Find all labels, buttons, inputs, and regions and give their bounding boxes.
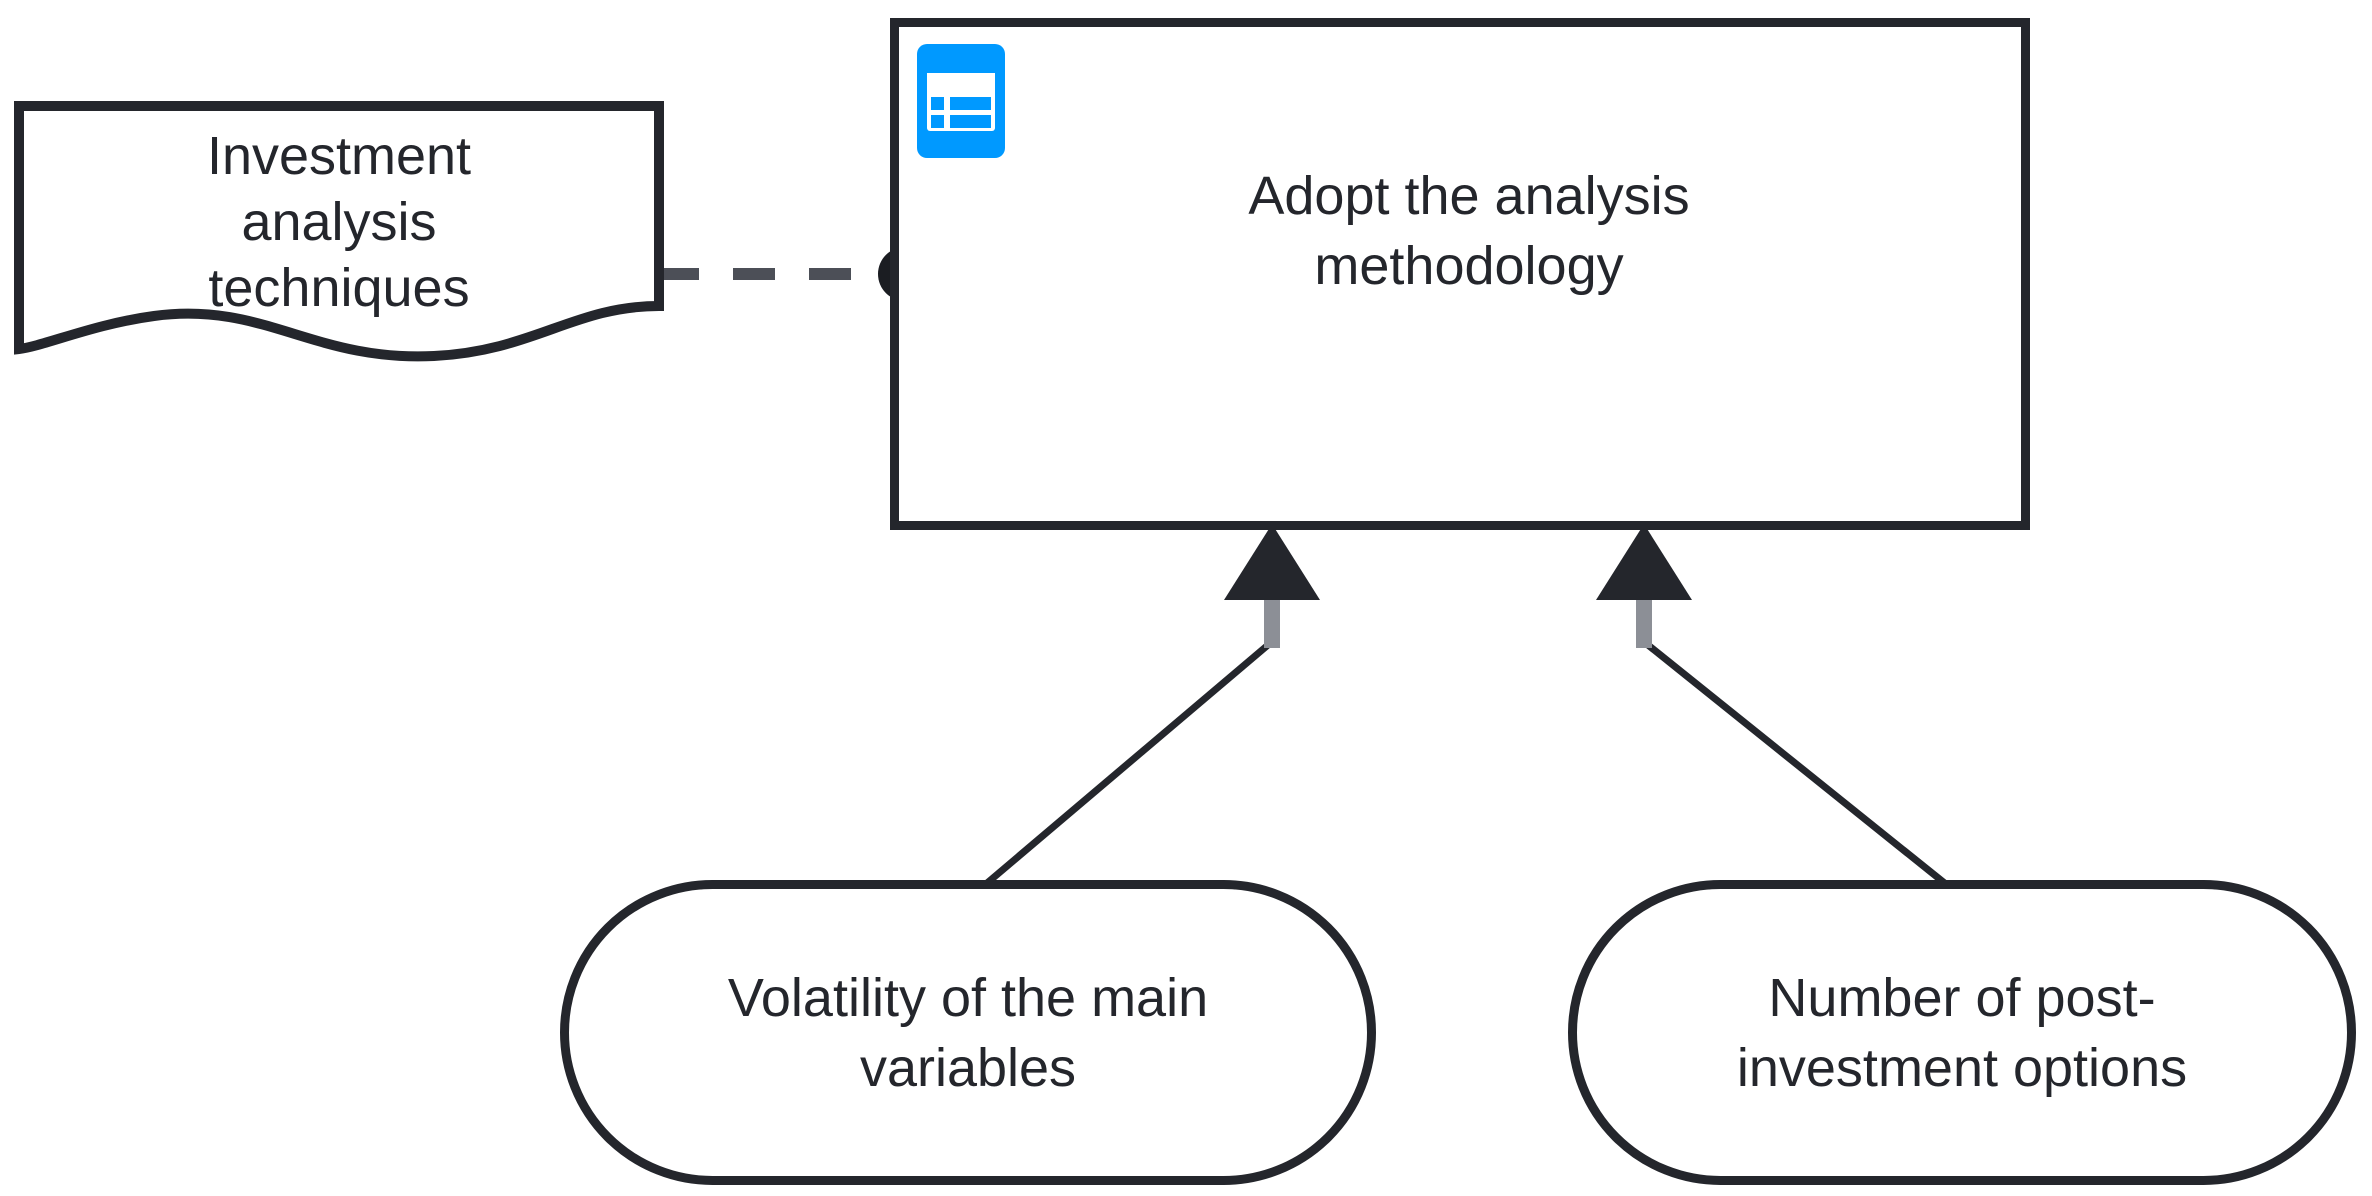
doc-line-3: techniques [208, 258, 470, 318]
pill-right-line-1: Number of post- [1768, 967, 2156, 1028]
edge-influence-right[interactable] [1596, 524, 1955, 892]
influence-left-arrowhead [1224, 524, 1320, 600]
pill-left-line-2: variables [859, 1037, 1077, 1098]
document-shape [14, 101, 664, 362]
influence-right-diagonal [1645, 642, 1955, 892]
influence-right-arrowhead [1596, 524, 1692, 600]
node-label-adopt-the-analysis-methodology: Adopt the analysis methodology [1019, 161, 1919, 301]
list-table-icon-glyph [927, 73, 995, 131]
doc-line-2: analysis [241, 192, 437, 252]
rect-line-2: methodology [1314, 236, 1624, 296]
node-label-volatility-of-the-main-variables: Volatility of the main variables [702, 963, 1234, 1103]
node-label-investment-analysis-techniques: Investment analysis techniques [14, 123, 664, 321]
influence-left-diagonal [977, 642, 1271, 892]
node-adopt-the-analysis-methodology[interactable]: Adopt the analysis methodology [890, 18, 2030, 530]
node-label-number-of-post-investment-options: Number of post- investment options [1711, 963, 2213, 1103]
doc-line-1: Investment [206, 126, 472, 186]
node-volatility-of-the-main-variables[interactable]: Volatility of the main variables [560, 880, 1376, 1185]
list-table-icon [917, 44, 1005, 158]
node-number-of-post-investment-options[interactable]: Number of post- investment options [1568, 880, 2356, 1185]
pill-right-line-2: investment options [1736, 1037, 2188, 1098]
rect-line-1: Adopt the analysis [1248, 166, 1690, 226]
document-outline [14, 101, 664, 362]
pill-left-line-1: Volatility of the main [727, 967, 1209, 1028]
edge-influence-left[interactable] [977, 524, 1320, 892]
node-investment-analysis-techniques[interactable]: Investment analysis techniques [14, 101, 664, 421]
